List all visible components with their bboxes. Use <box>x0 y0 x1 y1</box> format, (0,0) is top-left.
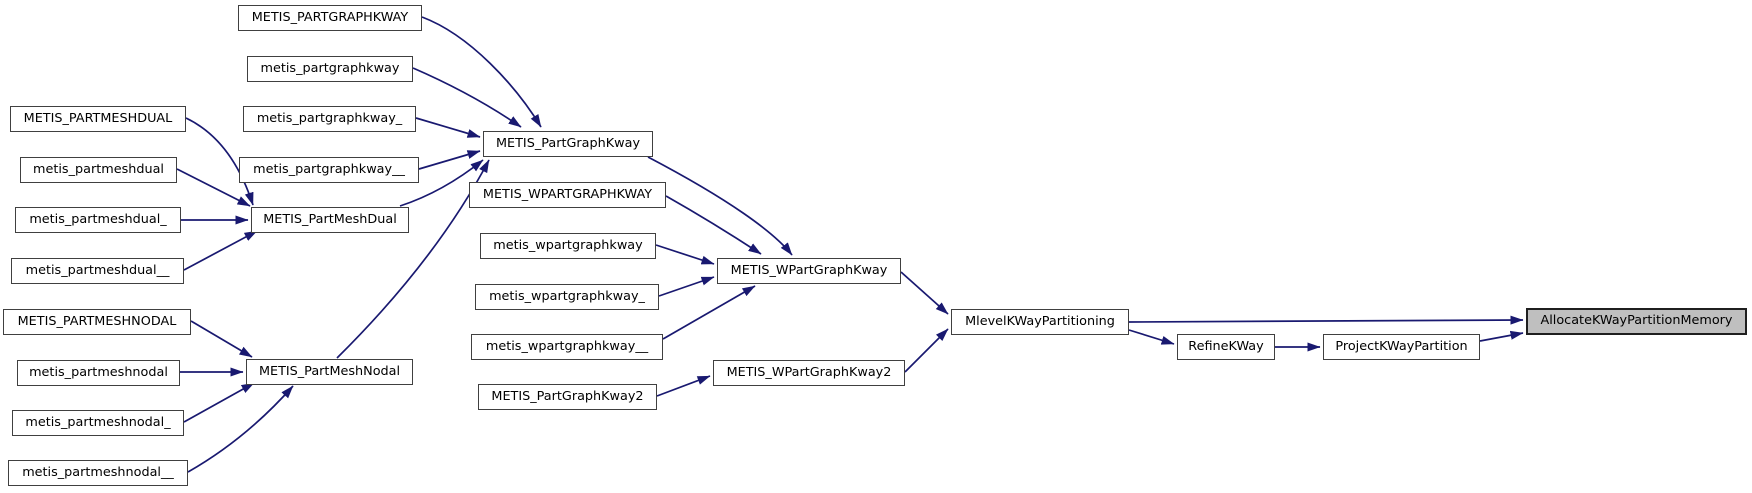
edge-metis_partgraphkway_-to-METIS_PartGraphKway <box>415 117 481 138</box>
node-metis_partmeshdual_[interactable]: metis_partmeshdual_ <box>15 207 181 233</box>
edge-METIS_WPARTGRAPHKWAY-to-METIS_WPartGraphKway <box>665 195 762 255</box>
edge-MlevelKWayPartitioning-to-RefineKWay <box>1128 329 1175 345</box>
edge-metis_wpartgraphkway__-to-METIS_WPartGraphKway <box>662 285 756 340</box>
node-metis_wpartgraphkway_[interactable]: metis_wpartgraphkway_ <box>475 284 659 310</box>
node-MlevelKWayPartitioning[interactable]: MlevelKWayPartitioning <box>951 309 1129 335</box>
edge-METIS_PARTGRAPHKWAY-to-METIS_PartGraphKway <box>421 16 542 128</box>
edge-MlevelKWayPartitioning-to-AllocateKWayPartitionMemory <box>1128 315 1524 325</box>
node-AllocateKWayPartitionMemory: AllocateKWayPartitionMemory <box>1526 308 1747 335</box>
edge-METIS_PartGraphKway-to-METIS_WPartGraphKway <box>647 156 793 256</box>
edge-metis_partmeshnodal_-to-METIS_PartMeshNodal <box>183 382 255 423</box>
node-METIS_WPartGraphKway[interactable]: METIS_WPartGraphKway <box>717 258 901 284</box>
node-METIS_PartGraphKway2[interactable]: METIS_PartGraphKway2 <box>478 384 657 410</box>
node-METIS_WPARTGRAPHKWAY[interactable]: METIS_WPARTGRAPHKWAY <box>469 182 666 208</box>
edge-METIS_PARTMESHDUAL-to-METIS_PartMeshDual <box>185 117 254 206</box>
edge-metis_partgraphkway__-to-METIS_PartGraphKway <box>418 150 481 170</box>
node-metis_partmeshdual__[interactable]: metis_partmeshdual__ <box>11 258 184 284</box>
edge-metis_partgraphkway-to-METIS_PartGraphKway <box>412 67 522 128</box>
node-metis_partgraphkway__[interactable]: metis_partgraphkway__ <box>239 157 419 183</box>
edge-metis_wpartgraphkway_-to-METIS_WPartGraphKway <box>658 276 715 297</box>
node-METIS_PartMeshNodal[interactable]: METIS_PartMeshNodal <box>246 359 413 385</box>
node-metis_wpartgraphkway[interactable]: metis_wpartgraphkway <box>480 233 656 259</box>
edge-metis_partmeshdual__-to-METIS_PartMeshDual <box>183 230 258 271</box>
edge-METIS_PartGraphKway2-to-METIS_WPartGraphKway2 <box>656 375 711 397</box>
node-metis_wpartgraphkway__[interactable]: metis_wpartgraphkway__ <box>471 334 663 360</box>
node-METIS_PartMeshDual[interactable]: METIS_PartMeshDual <box>251 207 409 233</box>
node-METIS_PARTMESHDUAL[interactable]: METIS_PARTMESHDUAL <box>10 106 186 132</box>
node-ProjectKWayPartition[interactable]: ProjectKWayPartition <box>1323 334 1480 360</box>
node-METIS_PARTMESHNODAL[interactable]: METIS_PARTMESHNODAL <box>3 309 191 335</box>
edge-METIS_PARTMESHNODAL-to-METIS_PartMeshNodal <box>190 320 253 358</box>
edge-METIS_PartMeshDual-to-METIS_PartGraphKway <box>399 159 484 207</box>
node-METIS_WPartGraphKway2[interactable]: METIS_WPartGraphKway2 <box>713 360 905 386</box>
edge-METIS_WPartGraphKway-to-MlevelKWayPartitioning <box>900 271 949 315</box>
edge-METIS_PartMeshNodal-to-METIS_PartGraphKway <box>336 159 490 359</box>
node-METIS_PARTGRAPHKWAY[interactable]: METIS_PARTGRAPHKWAY <box>238 5 422 31</box>
edge-ProjectKWayPartition-to-AllocateKWayPartitionMemory <box>1479 330 1524 342</box>
edge-metis_partmeshdual-to-METIS_PartMeshDual <box>176 168 251 207</box>
node-METIS_PartGraphKway[interactable]: METIS_PartGraphKway <box>483 131 653 157</box>
node-metis_partgraphkway[interactable]: metis_partgraphkway <box>247 56 413 82</box>
node-metis_partmeshnodal_[interactable]: metis_partmeshnodal_ <box>12 410 184 436</box>
node-metis_partmeshnodal[interactable]: metis_partmeshnodal <box>17 360 180 386</box>
node-metis_partmeshnodal__[interactable]: metis_partmeshnodal__ <box>8 460 188 486</box>
edge-metis_partmeshnodal__-to-METIS_PartMeshNodal <box>187 385 294 473</box>
node-RefineKWay[interactable]: RefineKWay <box>1177 334 1275 360</box>
edge-METIS_WPartGraphKway2-to-MlevelKWayPartitioning <box>904 328 949 373</box>
edge-metis_wpartgraphkway-to-METIS_WPartGraphKway <box>655 244 715 265</box>
node-metis_partgraphkway_[interactable]: metis_partgraphkway_ <box>243 106 416 132</box>
node-metis_partmeshdual[interactable]: metis_partmeshdual <box>20 157 177 183</box>
